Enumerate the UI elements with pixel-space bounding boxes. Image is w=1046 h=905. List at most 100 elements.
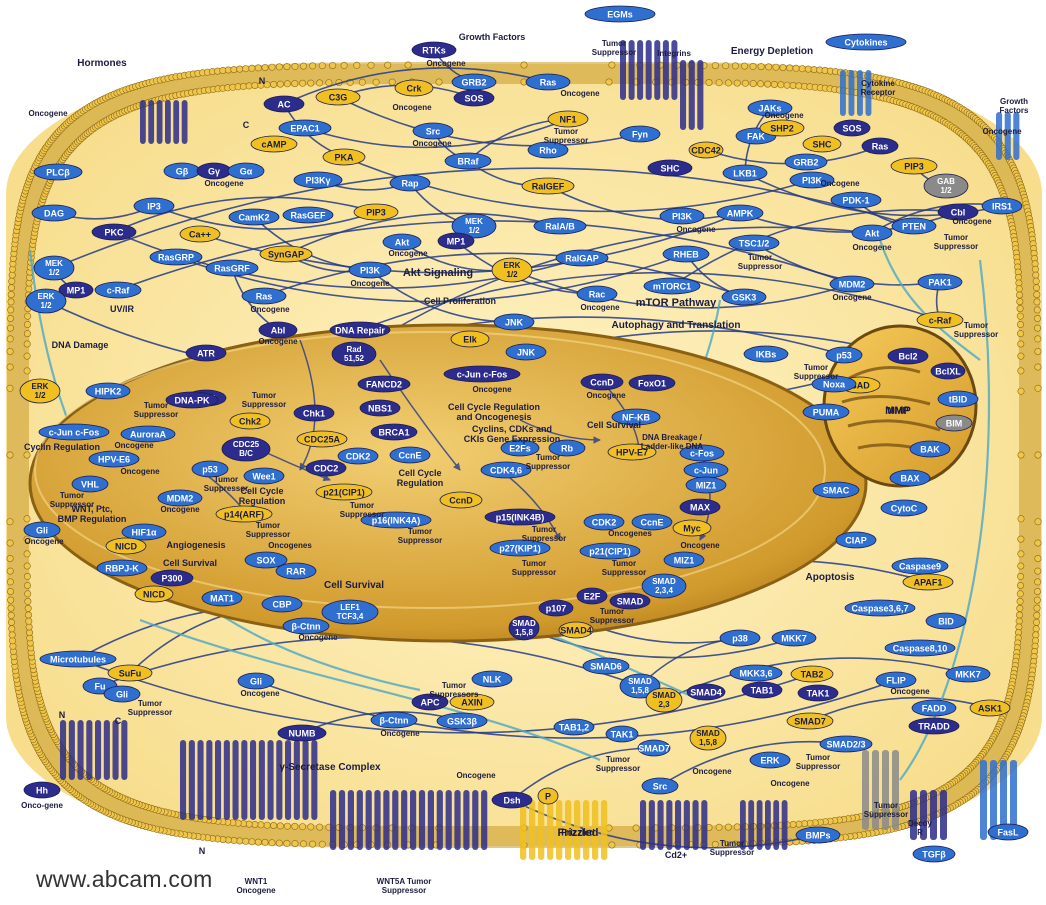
svg-text:SMAD1,5,8: SMAD1,5,8 — [628, 677, 652, 695]
svg-text:PI3Kγ: PI3Kγ — [305, 176, 330, 186]
svg-text:MKK3,6: MKK3,6 — [739, 669, 772, 679]
svg-text:PIP3: PIP3 — [904, 162, 924, 172]
svg-text:p14(ARF): p14(ARF) — [224, 510, 264, 520]
protein-node: ERK1/2 — [492, 258, 532, 282]
annotation-label: Oncogenes — [268, 541, 312, 550]
protein-node: Hh — [24, 782, 60, 798]
svg-text:Bcl2: Bcl2 — [898, 352, 917, 362]
protein-node: LEF1TCF3,4 — [322, 600, 378, 624]
protein-node: CDK2 — [584, 514, 624, 530]
protein-node: Gγ — [197, 163, 231, 179]
svg-text:GSK3β: GSK3β — [447, 717, 478, 727]
protein-node: NUMB — [278, 725, 326, 741]
annotation-label: Oncogene — [952, 217, 992, 226]
protein-node: NF1 — [548, 111, 588, 127]
protein-node: Dsh — [492, 792, 532, 808]
protein-node: TAK1 — [606, 726, 638, 742]
protein-node: SynGAP — [260, 246, 312, 262]
protein-node: c-Raf — [917, 312, 963, 328]
svg-text:β-Ctnn: β-Ctnn — [380, 716, 409, 726]
svg-text:RHEB: RHEB — [673, 250, 699, 260]
svg-text:CamK2: CamK2 — [238, 213, 269, 223]
protein-node: c-Raf — [95, 282, 141, 298]
annotation-label: DNA Damage — [52, 340, 109, 350]
protein-node: c-Jun c-Fos — [39, 424, 109, 440]
annotation-label: Oncogene — [380, 729, 420, 738]
annotation-label: Cyclins, CDKs andCKIs Gene Expression — [464, 424, 561, 444]
svg-text:FADD: FADD — [922, 704, 947, 714]
protein-node: MKK3,6 — [730, 665, 782, 681]
annotation-label: Autophagy and Translation — [612, 320, 741, 331]
svg-text:NUMB: NUMB — [289, 729, 316, 739]
protein-node: Caspase8,10 — [885, 640, 955, 656]
svg-text:BIM: BIM — [946, 419, 963, 429]
protein-node: Src — [642, 778, 678, 794]
protein-node: IKBs — [744, 346, 788, 362]
protein-node: p53 — [826, 347, 862, 363]
annotation-label: Cell Proliferation — [424, 296, 496, 306]
protein-node: PLCβ — [34, 164, 82, 180]
svg-text:FANCD2: FANCD2 — [366, 380, 402, 390]
protein-node: Ras — [526, 74, 570, 90]
svg-text:Gβ: Gβ — [176, 167, 189, 177]
protein-node: APAF1 — [903, 574, 953, 590]
svg-text:HPV-E6: HPV-E6 — [98, 455, 130, 465]
protein-node: SMAD1,5,8 — [690, 726, 726, 750]
svg-text:RalA/B: RalA/B — [545, 222, 575, 232]
protein-node: Gli — [238, 673, 274, 689]
protein-node: p15(INK4B) — [485, 509, 555, 525]
protein-node: PI3Kγ — [294, 172, 342, 188]
svg-text:p21(CIP1): p21(CIP1) — [589, 547, 631, 557]
svg-text:MP1: MP1 — [67, 286, 86, 296]
protein-node: FANCD2 — [358, 376, 410, 392]
annotation-label: Oncogene — [120, 467, 160, 476]
svg-text:p107: p107 — [546, 604, 567, 614]
svg-text:p15(INK4B): p15(INK4B) — [496, 513, 545, 523]
protein-node: EPAC1 — [279, 120, 331, 136]
annotation-label: Oncogene — [580, 303, 620, 312]
svg-text:SuFu: SuFu — [119, 669, 142, 679]
svg-text:Caspase8,10: Caspase8,10 — [893, 644, 948, 654]
protein-node: Fyn — [620, 126, 660, 142]
svg-text:CIAP: CIAP — [845, 536, 867, 546]
protein-node: CDK2 — [338, 448, 378, 464]
protein-node: SMAD4 — [687, 684, 725, 700]
abcam-url[interactable]: www.abcam.com — [36, 866, 212, 893]
annotation-label: MMP — [885, 405, 911, 417]
protein-node: BRaf — [445, 153, 491, 169]
svg-text:CcnD: CcnD — [449, 496, 473, 506]
protein-node: PKC — [92, 224, 136, 240]
protein-node: Gli — [24, 522, 60, 538]
protein-node: BIM — [936, 415, 972, 431]
protein-node: BAK — [910, 441, 950, 457]
annotation-label: Oncogene — [832, 293, 872, 302]
svg-text:c-Raf: c-Raf — [929, 316, 953, 326]
annotation-label: Growth Factors — [459, 32, 526, 42]
protein-node: AC — [264, 96, 304, 112]
svg-text:ATR: ATR — [197, 349, 215, 359]
annotation-label: Cell Cycle Regulationand Oncogenesis — [448, 402, 540, 422]
svg-text:Cbl: Cbl — [951, 208, 966, 218]
protein-node: CcnE — [632, 514, 672, 530]
protein-node: p107 — [539, 600, 573, 616]
protein-node: tBID — [938, 391, 978, 407]
svg-text:SMAC: SMAC — [823, 486, 850, 496]
protein-node: MDM2 — [830, 276, 874, 292]
protein-node: P — [538, 788, 558, 804]
svg-text:Dsh: Dsh — [503, 796, 520, 806]
svg-text:Abl: Abl — [271, 326, 286, 336]
protein-node: SHC — [648, 160, 692, 176]
svg-text:RalGEF: RalGEF — [532, 182, 565, 192]
protein-node: CcnD — [581, 374, 623, 390]
svg-text:Wee1: Wee1 — [252, 472, 275, 482]
svg-text:IP3: IP3 — [147, 202, 161, 212]
svg-text:RasGRF: RasGRF — [214, 264, 250, 274]
annotation-label: N — [199, 846, 206, 856]
svg-text:AuroraA: AuroraA — [130, 430, 167, 440]
svg-text:RalGAP: RalGAP — [565, 254, 599, 264]
svg-text:CBP: CBP — [272, 600, 291, 610]
protein-node: PI3K — [349, 262, 391, 278]
protein-node: CBP — [262, 596, 302, 612]
